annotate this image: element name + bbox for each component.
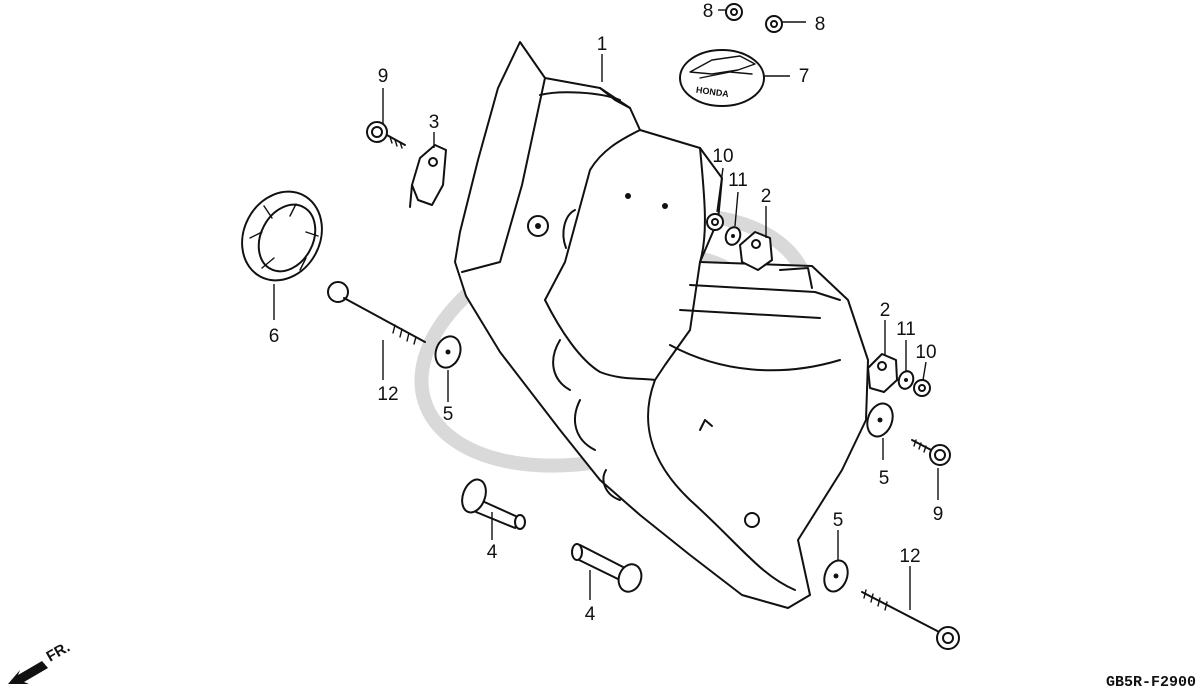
callout-4-right: 4 xyxy=(585,604,596,625)
callout-9-top: 9 xyxy=(378,66,389,87)
flange-bolt-9-top[interactable] xyxy=(366,121,406,149)
callout-11-upper: 11 xyxy=(728,170,748,191)
callout-2-right: 2 xyxy=(880,300,891,321)
stay-3[interactable] xyxy=(409,144,447,208)
front-label: FR. xyxy=(44,639,73,666)
emblem-text: HONDA xyxy=(695,85,730,100)
drawing-code: GB5R-F2900 xyxy=(1106,674,1196,691)
collar-4-right[interactable] xyxy=(571,543,645,595)
nut-10-upper[interactable] xyxy=(706,213,724,231)
callout-5-left: 5 xyxy=(443,404,454,425)
long-bolt-12-right[interactable] xyxy=(861,589,960,650)
callout-2-upper: 2 xyxy=(761,186,772,207)
long-bolt-12-left[interactable] xyxy=(327,281,426,345)
front-cover[interactable] xyxy=(454,41,869,609)
ring-6[interactable] xyxy=(227,178,337,295)
callout-8-left: 8 xyxy=(703,1,714,22)
callout-10-upper: 10 xyxy=(712,146,733,167)
nut-8-left[interactable] xyxy=(725,3,743,21)
callout-5-right: 5 xyxy=(879,468,890,489)
callout-7: 7 xyxy=(799,66,810,87)
callout-4-left: 4 xyxy=(487,542,498,563)
callout-11-right: 11 xyxy=(896,319,916,340)
callout-1: 1 xyxy=(597,34,608,55)
honda-emblem[interactable]: HONDA xyxy=(679,49,765,107)
callout-6: 6 xyxy=(269,326,280,347)
washer-11-upper[interactable] xyxy=(723,225,742,247)
front-arrow-icon xyxy=(8,661,48,684)
washer-5-right[interactable] xyxy=(863,400,897,440)
clip-2-upper[interactable] xyxy=(739,231,773,271)
nut-8-right[interactable] xyxy=(765,15,783,33)
washer-5-bottom[interactable] xyxy=(820,557,852,595)
callout-10-right: 10 xyxy=(915,342,936,363)
callout-labels: 1 2 2 3 4 4 5 5 5 6 7 8 8 9 9 10 10 11 1… xyxy=(269,1,944,625)
washer-11-right[interactable] xyxy=(896,369,915,391)
callout-9-right: 9 xyxy=(933,504,944,525)
leader-lines xyxy=(273,9,939,610)
callout-5-bottom: 5 xyxy=(833,510,844,531)
callout-3: 3 xyxy=(429,112,440,133)
washer-5-left[interactable] xyxy=(431,333,464,371)
callout-12-left: 12 xyxy=(377,384,398,405)
nut-10-right[interactable] xyxy=(913,379,931,397)
front-direction-indicator: FR. xyxy=(8,639,73,684)
callout-8-right: 8 xyxy=(815,14,826,35)
callout-12-right: 12 xyxy=(899,546,920,567)
collar-4-left[interactable] xyxy=(458,476,526,530)
flange-bolt-9-right[interactable] xyxy=(911,439,951,466)
clip-2-right[interactable] xyxy=(867,353,898,393)
